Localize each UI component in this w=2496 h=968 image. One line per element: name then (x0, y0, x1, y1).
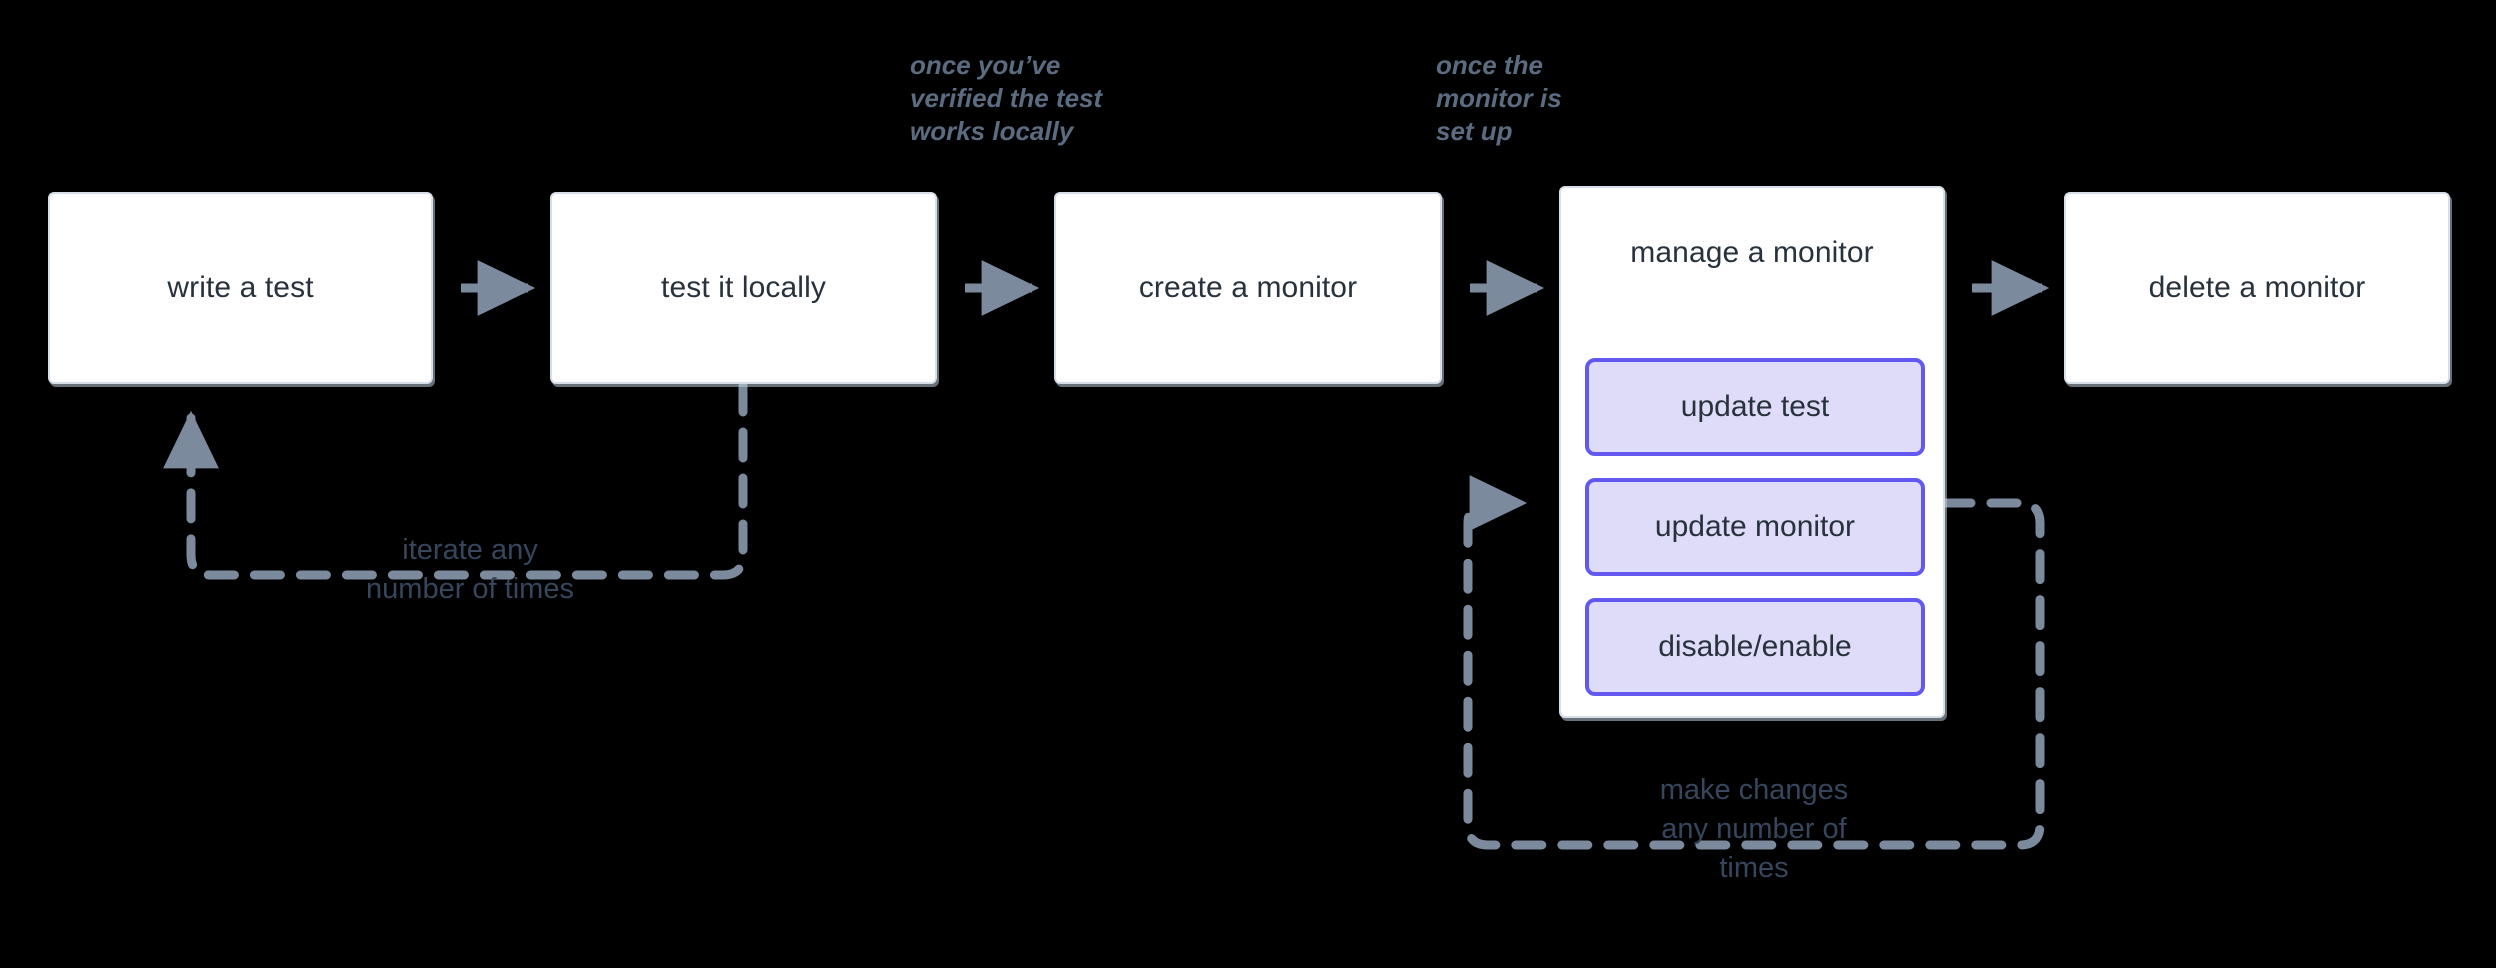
iterate-loop-label: iterate any number of times (366, 534, 574, 605)
annotation-monitor-setup: once the monitor is set up (1436, 50, 1562, 146)
step-node-write-a-test[interactable]: write a test (48, 192, 433, 384)
action-label-disable-enable: disable/enable (1658, 630, 1852, 663)
step-label-write-a-test: write a test (167, 271, 314, 304)
action-update-monitor[interactable]: update monitor (1585, 478, 1925, 576)
step-node-manage-a-monitor[interactable]: manage a monitor update test update moni… (1559, 186, 1945, 718)
action-label-update-monitor: update monitor (1654, 510, 1856, 543)
step-node-test-it-locally[interactable]: test it locally (550, 192, 937, 384)
action-update-test[interactable]: update test (1585, 358, 1925, 456)
step-label-test-it-locally: test it locally (661, 271, 826, 304)
step-node-create-a-monitor[interactable]: create a monitor (1054, 192, 1442, 384)
action-disable-enable[interactable]: disable/enable (1585, 598, 1925, 696)
step-label-manage-a-monitor: manage a monitor (1630, 236, 1874, 269)
step-node-delete-a-monitor[interactable]: delete a monitor (2064, 192, 2450, 384)
action-label-update-test: update test (1680, 390, 1830, 423)
make-changes-loop-label: make changes any number of times (1659, 774, 1849, 884)
step-label-create-a-monitor: create a monitor (1138, 271, 1358, 304)
step-label-delete-a-monitor: delete a monitor (2148, 271, 2366, 304)
annotation-verified: once you’ve verified the test works loca… (910, 50, 1103, 146)
